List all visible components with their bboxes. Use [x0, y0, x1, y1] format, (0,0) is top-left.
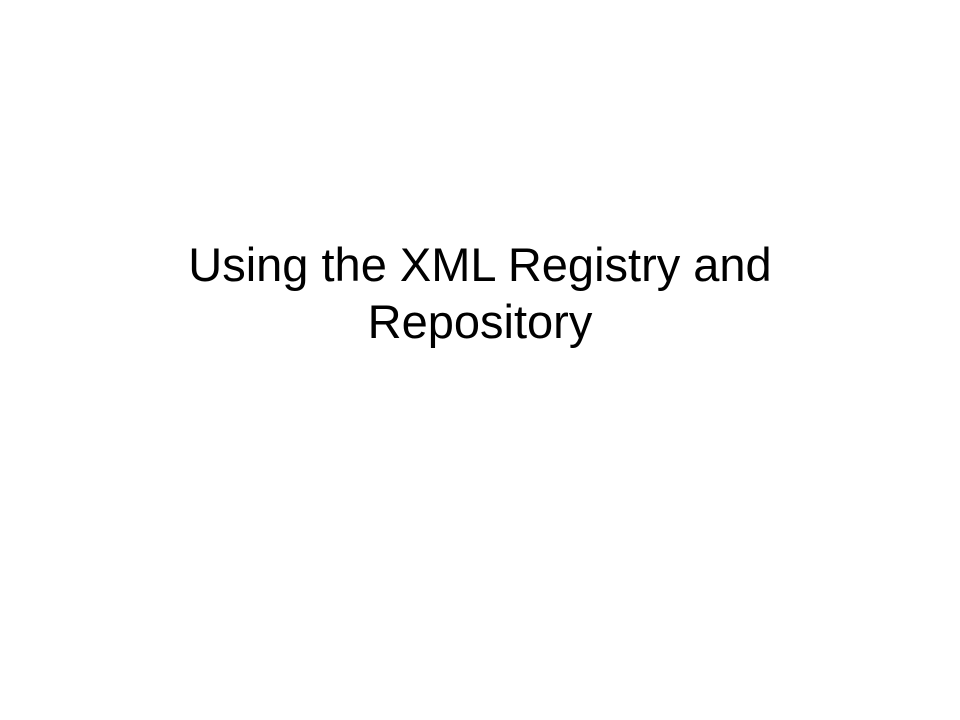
slide-title-line-2: Repository: [367, 295, 593, 348]
slide-title-line-1: Using the XML Registry and: [188, 238, 772, 291]
slide-title: Using the XML Registry and Repository: [60, 236, 900, 350]
slide-title-box: Using the XML Registry and Repository: [60, 236, 900, 350]
